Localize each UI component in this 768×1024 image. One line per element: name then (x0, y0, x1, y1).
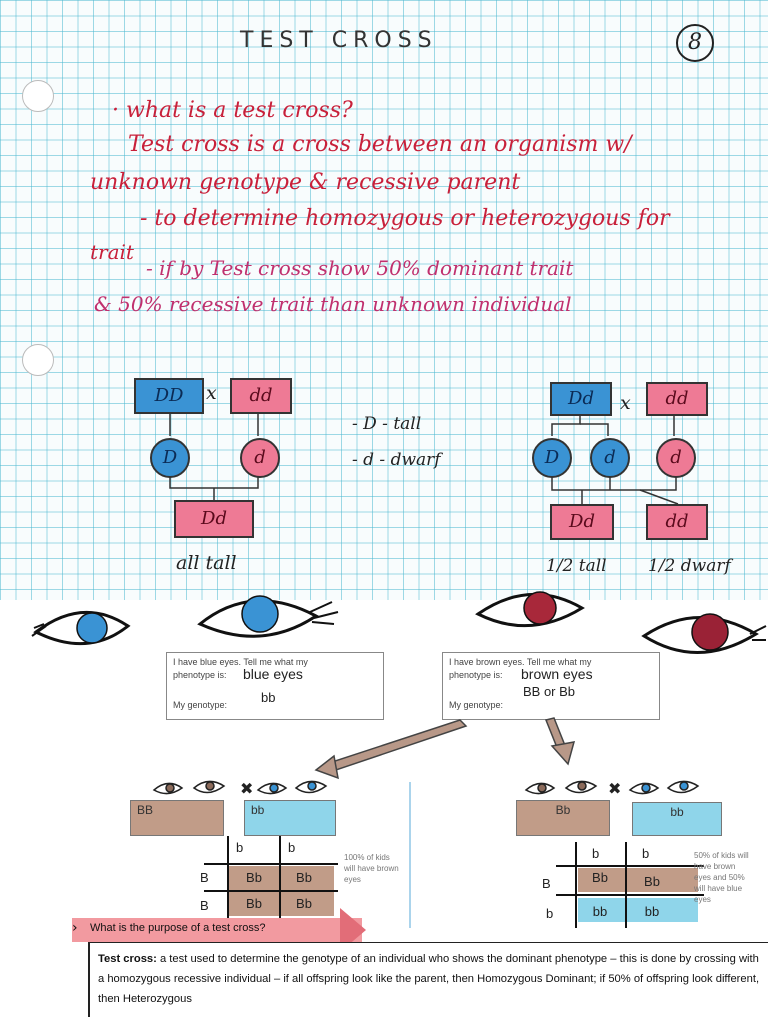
offspring-dd-box-right: dd (646, 504, 708, 540)
blue-card-phenotype-value: blue eyes (243, 666, 303, 682)
banner-chevron-icon: › (72, 920, 78, 936)
legend-dwarf: - d - dwarf (352, 450, 441, 470)
punnett-right-cell-4: bb (644, 904, 660, 919)
brown-eye-icon-large (641, 613, 767, 654)
note-line-2: unknown genotype & recessive parent (90, 170, 521, 195)
punnett-left-note: 100% of kids will have brown eyes (344, 853, 399, 884)
page-number: 8 (676, 24, 714, 62)
punnett-left-cell-1: Bb (246, 870, 262, 885)
blue-eyes-card: I have blue eyes. Tell me what my phenot… (166, 652, 384, 720)
svg-text:✖: ✖ (608, 779, 621, 798)
parent-Dd-box: Dd (550, 382, 612, 416)
definition-box: Test cross: a test used to determine the… (88, 942, 768, 1017)
punnett-left-col1: b (236, 840, 244, 855)
cross-diagram-lines (169, 412, 679, 505)
blue-card-phenotype-label: phenotype is: (173, 670, 227, 680)
parent-BB-box: BB (130, 800, 224, 836)
punnett-left-cell-4: Bb (296, 896, 312, 911)
gamete-d-circle-right-blue: d (590, 438, 630, 478)
legend-tall: - D - tall (352, 414, 422, 434)
brown-card-genotype-value: BB or Bb (523, 684, 576, 699)
punnett-right-cell-2: Bb (644, 874, 660, 889)
brown-eyes-card: I have brown eyes. Tell me what my pheno… (442, 652, 660, 720)
blue-eye-icon-large (197, 595, 339, 638)
gamete-d-circle-right-pink: d (656, 438, 696, 478)
punnett-right-note: 50% of kids will have brown eyes and 50%… (694, 851, 749, 904)
svg-text:✖: ✖ (240, 779, 253, 798)
cross-times-left: x (206, 382, 217, 404)
result-half-dwarf: 1/2 dwarf (648, 556, 731, 576)
purpose-banner: What is the purpose of a test cross? (72, 918, 362, 942)
parent-bb-box-right: bb (632, 802, 722, 836)
definition-text: a test used to determine the genotype of… (98, 953, 760, 1005)
binder-hole-middle (22, 344, 54, 376)
gamete-d-circle: d (240, 438, 280, 478)
definition-term: Test cross: (98, 953, 157, 965)
punnett-left-cell-2: Bb (296, 870, 312, 885)
gamete-D-circle: D (150, 438, 190, 478)
punnett-right-cell-1: Bb (592, 870, 608, 885)
result-all-tall: all tall (176, 552, 237, 574)
gamete-D-circle-right: D (532, 438, 572, 478)
punnett-left-cell-3: Bb (246, 896, 262, 911)
blue-card-question: I have blue eyes. Tell me what my (173, 657, 308, 667)
note-line-6: & 50% recessive trait than unknown indiv… (94, 292, 572, 316)
offspring-Dd-box: Dd (174, 500, 254, 538)
brown-card-phenotype-label: phenotype is: (449, 670, 503, 680)
blue-card-genotype-value: bb (261, 690, 276, 705)
note-line-5: - if by Test cross show 50% dominant tra… (146, 256, 574, 280)
mini-eyes-left-icon: ✖ (152, 779, 328, 798)
brown-eye-icon (475, 591, 585, 628)
purpose-banner-text: What is the purpose of a test cross? (90, 922, 266, 934)
page-title: TEST CROSS (240, 28, 438, 53)
punnett-left-row1: B (200, 870, 209, 885)
definition-paragraph: Test cross: a test used to determine the… (98, 949, 766, 1009)
result-half-tall: 1/2 tall (546, 556, 607, 576)
parent-DD-box: DD (134, 378, 204, 414)
punnett-right-col1: b (592, 846, 600, 861)
punnett-right-row2: b (546, 906, 554, 921)
punnett-left-row2: B (200, 898, 209, 913)
mini-eyes-right-icon: ✖ (524, 779, 700, 798)
blue-card-genotype-label: My genotype: (173, 700, 228, 710)
punnett-right-cell-3: bb (592, 904, 608, 919)
note-line-1: Test cross is a cross between an organis… (128, 132, 632, 157)
parent-bb-box: bb (244, 800, 336, 836)
note-question: · what is a test cross? (112, 98, 353, 123)
punnett-right-row1: B (542, 876, 551, 891)
note-line-3: - to determine homozygous or heterozygou… (140, 206, 670, 231)
brown-card-question: I have brown eyes. Tell me what my (449, 657, 592, 667)
punnett-left-col2: b (288, 840, 296, 855)
parent-dd-box: dd (230, 378, 292, 414)
cross-times-right: x (620, 392, 631, 414)
punnett-grid-left (204, 836, 338, 922)
brown-card-phenotype-value: brown eyes (521, 666, 593, 682)
binder-hole-top (22, 80, 54, 112)
punnett-grid-right (556, 842, 704, 928)
brown-card-genotype-label: My genotype: (449, 700, 504, 710)
punnett-right-col2: b (642, 846, 650, 861)
note-line-4: trait (90, 240, 134, 264)
parent-Bb-box: Bb (516, 800, 610, 836)
parent-dd-box-right: dd (646, 382, 708, 416)
offspring-Dd-box-right: Dd (550, 504, 614, 540)
blue-eye-icon (31, 610, 131, 646)
